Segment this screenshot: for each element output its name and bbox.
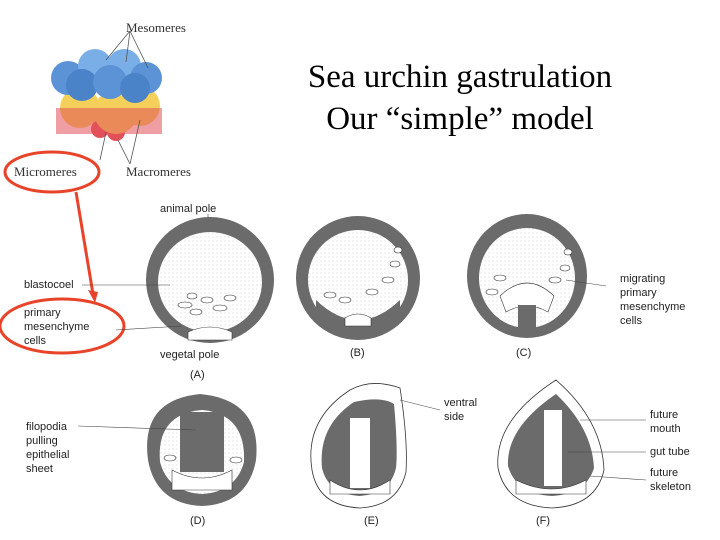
label-migrating: migrating [620,273,665,285]
label-side: side [444,411,464,423]
panel-label-b: (B) [350,347,365,359]
label-cells: cells [24,335,47,347]
panel-b-ingression [296,216,420,340]
panel-label-c: (C) [516,347,531,359]
panel-e-archenteron [311,383,407,508]
panel-label-d: (D) [190,515,205,527]
label-primary-2: primary [620,287,657,299]
panel-label-a: (A) [190,369,205,381]
label-filopodia: filopodia [26,421,68,433]
label-gut-tube: gut tube [650,446,690,458]
label-sheet: sheet [26,463,53,475]
panel-c-migration [467,214,587,338]
label-future-mouth-1: future [650,409,678,421]
label-future-skeleton-1: future [650,467,678,479]
label-ventral: ventral [444,397,477,409]
panel-label-e: (E) [364,515,379,527]
label-animal-pole: animal pole [160,203,216,215]
micromeres-label: Micromeres [14,164,77,179]
label-vegetal-pole: vegetal pole [160,349,219,361]
label-primary: primary [24,307,61,319]
macromeres-label: Macromeres [126,164,191,179]
label-pulling: pulling [26,435,58,447]
label-future-skeleton-2: skeleton [650,481,691,493]
label-mesenchyme: mesenchyme [24,321,89,333]
panel-d-invagination [147,394,256,506]
panel-f-skeleton [498,380,604,508]
panel-label-f: (F) [536,515,550,527]
panel-a-blastula [146,217,274,343]
label-blastocoel: blastocoel [24,279,74,291]
highlight-arrow [76,192,93,294]
label-future-mouth-2: mouth [650,423,681,435]
label-cells-2: cells [620,315,643,327]
label-epithelial: epithelial [26,449,69,461]
label-mesenchyme-2: mesenchyme [620,301,685,313]
mesomeres-label: Mesomeres [126,20,186,35]
